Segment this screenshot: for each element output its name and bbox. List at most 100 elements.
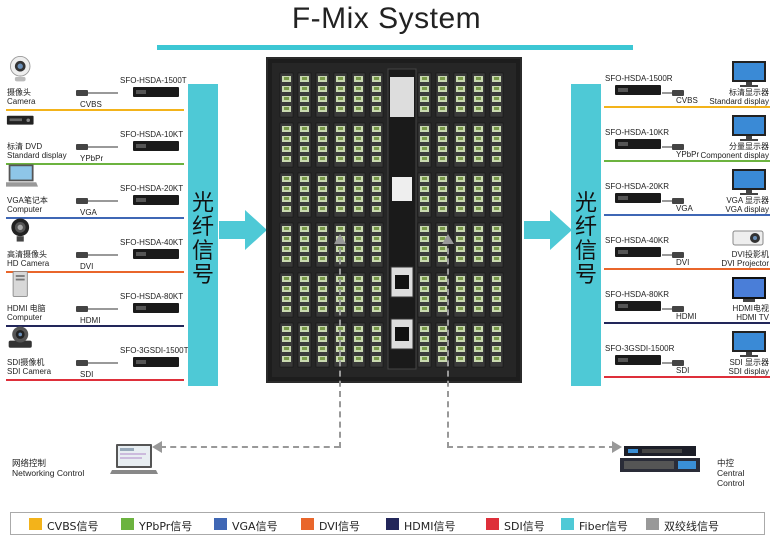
legend-swatch xyxy=(301,518,314,530)
signal-line xyxy=(6,325,184,327)
ptz-camera-icon xyxy=(6,324,38,357)
monitor-icon xyxy=(730,60,768,95)
legend-swatch xyxy=(646,518,659,530)
network-arrow-left-icon xyxy=(152,441,162,453)
central-control-line-h xyxy=(447,446,615,448)
receiver-device xyxy=(615,85,661,95)
receiver-model: SFO-HSDA-80KR xyxy=(605,290,670,299)
signal-line-short xyxy=(662,308,672,310)
sender-model: SFO-HSDA-20KT xyxy=(120,184,184,193)
monitor-icon xyxy=(730,168,768,203)
central-control-line-v xyxy=(447,238,449,448)
sender-device xyxy=(133,249,179,259)
receiver-model: SFO-HSDA-1500R xyxy=(605,74,673,83)
legend-label: Fiber信号 xyxy=(579,520,628,533)
title-underline xyxy=(157,45,633,50)
sender-model: SFO-3GSDI-1500T xyxy=(120,346,189,355)
signal-line xyxy=(604,268,770,270)
network-control-line-v xyxy=(339,238,341,448)
legend-swatch xyxy=(561,518,574,530)
signal-line-short xyxy=(88,200,118,202)
projector-icon xyxy=(730,222,768,257)
signal-type-label: DVI xyxy=(676,258,690,267)
signal-type-label: HDMI xyxy=(676,312,697,321)
signal-line xyxy=(604,106,770,108)
webcam-icon xyxy=(6,54,38,87)
receiver-model: SFO-HSDA-40KR xyxy=(605,236,670,245)
sender-model: SFO-HSDA-10KT xyxy=(120,130,184,139)
signal-line xyxy=(6,109,184,111)
legend-swatch xyxy=(486,518,499,530)
signal-line-short xyxy=(662,254,672,256)
network-arrow-up-icon xyxy=(334,234,346,244)
receiver-device xyxy=(615,193,661,203)
signal-line-short xyxy=(88,362,118,364)
connector-icon xyxy=(76,360,88,366)
connector-icon xyxy=(76,198,88,204)
signal-line-short xyxy=(88,308,118,310)
receiver-device xyxy=(615,301,661,311)
monitor-icon xyxy=(730,330,768,365)
signal-line-short xyxy=(88,146,118,148)
connector-icon xyxy=(76,306,88,312)
signal-line-short xyxy=(88,92,118,94)
left-fiber-label: 光纤信号 xyxy=(191,191,214,288)
legend-swatch xyxy=(386,518,399,530)
sender-device xyxy=(133,141,179,151)
receiver-device xyxy=(615,247,661,257)
signal-type-label: YPbPr xyxy=(676,150,700,159)
legend-label: YPbPr信号 xyxy=(139,520,193,533)
signal-line xyxy=(6,271,184,273)
signal-line-short xyxy=(662,200,672,202)
central-arrow-up-icon xyxy=(442,234,454,244)
sender-model: SFO-HSDA-1500T xyxy=(120,76,187,85)
signal-line xyxy=(6,217,184,219)
signal-line-short xyxy=(662,362,672,364)
laptop-icon xyxy=(110,444,158,474)
legend-label: VGA信号 xyxy=(232,520,278,533)
left-fiber-column xyxy=(188,84,218,386)
connector-icon xyxy=(672,306,684,312)
dvd-player-icon xyxy=(6,108,38,141)
connector-icon xyxy=(672,144,684,150)
legend-label: 双绞线信号 xyxy=(664,520,719,533)
legend-label: SDI信号 xyxy=(504,520,545,533)
legend-swatch xyxy=(214,518,227,530)
connector-icon xyxy=(76,90,88,96)
signal-type-label: DVI xyxy=(80,262,94,271)
signal-type-label: SDI xyxy=(676,366,690,375)
control-unit-icon xyxy=(620,446,700,472)
right-fiber-label: 光纤信号 xyxy=(574,191,597,288)
monitor-icon xyxy=(730,114,768,149)
signal-line xyxy=(604,322,770,324)
legend-swatch xyxy=(121,518,134,530)
receiver-device xyxy=(615,355,661,365)
sender-model: SFO-HSDA-80KT xyxy=(120,292,184,301)
legend-label: CVBS信号 xyxy=(47,520,99,533)
legend-label: HDMI信号 xyxy=(404,520,456,533)
right-fiber-column xyxy=(571,84,601,386)
connector-icon xyxy=(672,90,684,96)
signal-line xyxy=(6,379,184,381)
legend-swatch xyxy=(29,518,42,530)
receiver-device xyxy=(615,139,661,149)
signal-type-label: VGA xyxy=(80,208,97,217)
receiver-model: SFO-HSDA-20KR xyxy=(605,182,670,191)
signal-line-short xyxy=(88,254,118,256)
sender-device xyxy=(133,303,179,313)
receiver-model: SFO-3GSDI-1500R xyxy=(605,344,675,353)
signal-type-label: HDMI xyxy=(80,316,101,325)
connector-icon xyxy=(672,360,684,366)
right-arrow-icon xyxy=(524,210,572,250)
signal-type-label: YPbPr xyxy=(80,154,104,163)
